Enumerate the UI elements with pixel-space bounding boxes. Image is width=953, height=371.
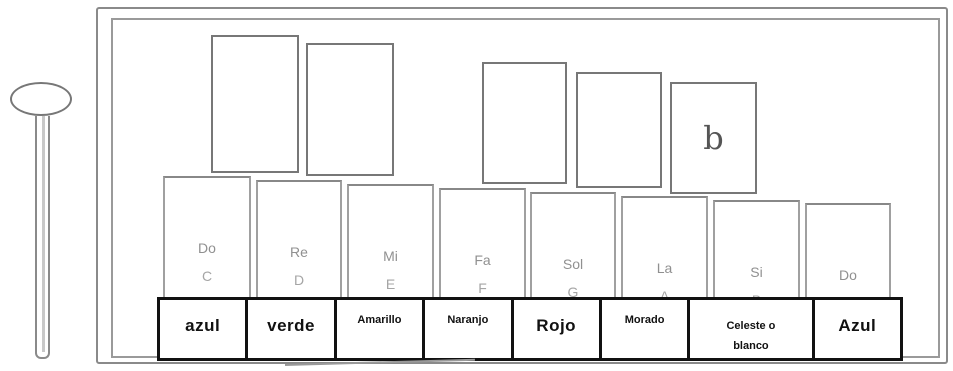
bar-note-name: Mi <box>383 248 398 264</box>
upper-key-2 <box>306 43 394 176</box>
flat-symbol: b <box>703 119 724 157</box>
bar-1: Do C <box>163 176 251 300</box>
color-label: Amarillo <box>337 300 426 358</box>
upper-key-3 <box>482 62 567 184</box>
bar-8: Do C <box>805 203 891 311</box>
bar-note-letter: A <box>659 288 670 304</box>
xylophone-frame-outer <box>96 7 948 364</box>
upper-key-1 <box>211 35 299 173</box>
color-label: verde <box>248 300 337 358</box>
mallet-head <box>10 82 72 116</box>
color-label: Morado <box>602 300 691 358</box>
bar-note-name: Fa <box>474 252 491 268</box>
upper-key-5: b <box>670 82 757 194</box>
bar-3: Mi E <box>347 184 434 300</box>
bar-2: Re D <box>256 180 342 300</box>
bar-note-name: Si <box>750 264 763 280</box>
bar-note-name: Do <box>198 240 216 256</box>
color-label: Rojo <box>514 300 602 358</box>
bar-5: Sol G <box>530 192 616 300</box>
bar-7: Si B <box>713 200 800 308</box>
color-label: Celeste o blanco <box>690 300 815 358</box>
color-label: Naranjo <box>425 300 514 358</box>
bar-note-name: La <box>656 260 673 276</box>
upper-key-4 <box>576 72 662 188</box>
bar-note-letter: F <box>478 280 487 296</box>
mallet-stick <box>35 116 50 359</box>
bar-4: Fa F <box>439 188 526 300</box>
color-label: Azul <box>838 316 877 335</box>
bar-note-letter: C <box>201 268 213 284</box>
bar-6: La A <box>621 196 708 304</box>
bar-note-name: Re <box>290 244 308 260</box>
bar-note-letter: E <box>385 276 396 292</box>
bar-note-letter: G <box>567 284 579 300</box>
bar-note-letter: D <box>293 272 305 288</box>
bar-note-name: Do <box>839 267 857 283</box>
color-label-table: azul verde Amarillo Naranjo Rojo Morado … <box>157 297 903 361</box>
bar-note-name: Sol <box>562 256 584 272</box>
color-label: azul <box>160 300 249 358</box>
